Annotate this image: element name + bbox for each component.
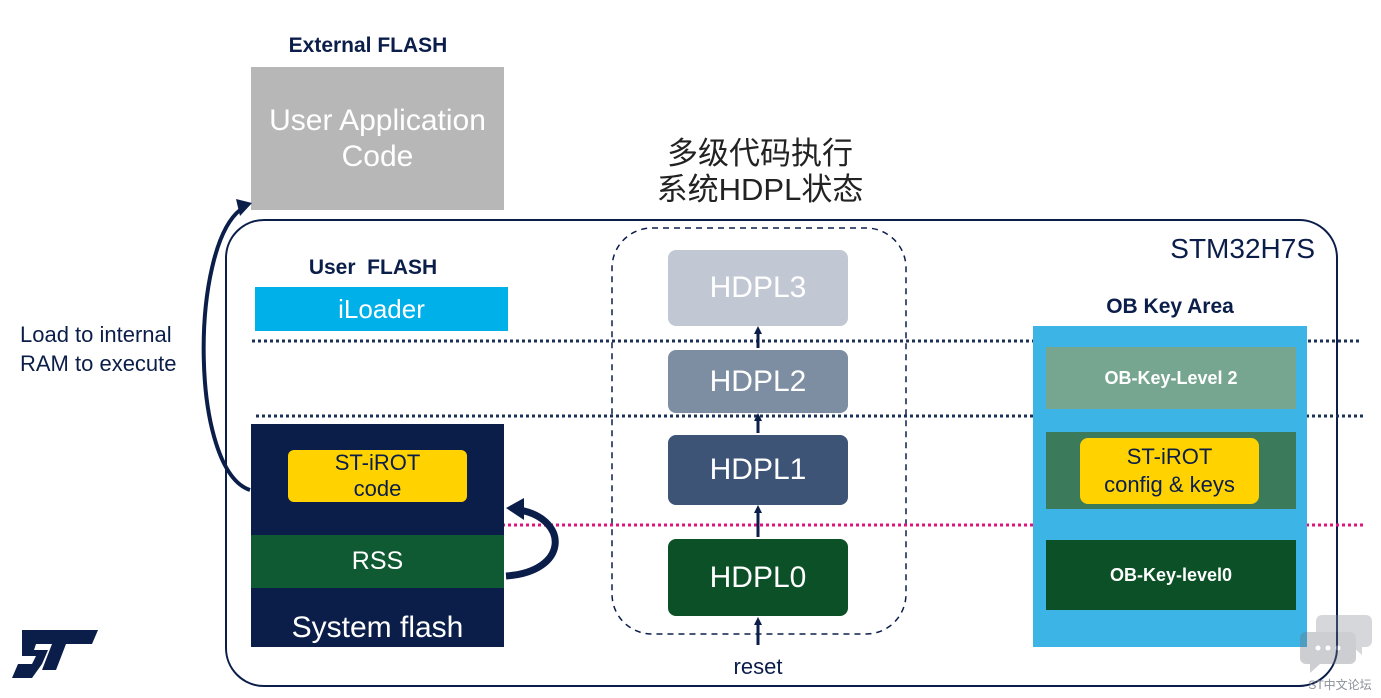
- st-irot-code-line2: code: [353, 476, 402, 501]
- st-irot-code-box: ST-iROT code: [288, 450, 467, 502]
- hdpl1-box: HDPL1: [668, 435, 848, 505]
- rss-to-irot-arrowhead: [506, 498, 524, 520]
- diagram-title-line1: 多级代码执行: [667, 135, 853, 171]
- ob-key-level0-box: OB-Key-level0: [1046, 540, 1296, 610]
- iloader-box: iLoader: [255, 287, 508, 331]
- side-note-line1: Load to internal: [20, 322, 172, 347]
- ob-key-level2-box: OB-Key-Level 2: [1046, 347, 1296, 409]
- reset-label: reset: [733, 654, 783, 679]
- user-flash-title: User FLASH: [308, 256, 438, 279]
- external-flash-title: External FLASH: [288, 34, 448, 57]
- ob-key-area-title: OB Key Area: [1106, 295, 1234, 318]
- user-application-code-box: User Application Code: [251, 67, 504, 210]
- load-to-ram-arrowhead: [236, 199, 252, 216]
- rss-to-irot-arrow: [505, 506, 559, 580]
- system-flash-label: System flash: [291, 611, 464, 644]
- load-to-ram-arrow: [201, 208, 251, 492]
- st-irot-config-line2: config & keys: [1104, 472, 1235, 497]
- st-irot-config-box: ST-iROT config & keys: [1080, 438, 1259, 504]
- hdpl0-box: HDPL0: [668, 539, 848, 616]
- chat-bubble-icon: [1300, 615, 1372, 673]
- chip-label: STM32H7S: [1170, 233, 1315, 264]
- side-note-line2: RAM to execute: [20, 351, 177, 376]
- hdpl2-box: HDPL2: [668, 350, 848, 413]
- side-note: Load to internal RAM to execute: [20, 320, 220, 378]
- watermark-text: ST中文论坛: [1308, 678, 1372, 692]
- diagram-title-line2: 系统HDPL状态: [656, 171, 864, 207]
- st-irot-code-line1: ST-iROT: [334, 450, 421, 475]
- st-irot-config-line1: ST-iROT: [1126, 444, 1213, 469]
- hdpl3-box: HDPL3: [668, 250, 848, 326]
- chip-outline: [225, 219, 1338, 687]
- rss-box: RSS: [251, 535, 504, 588]
- st-logo: [12, 630, 98, 678]
